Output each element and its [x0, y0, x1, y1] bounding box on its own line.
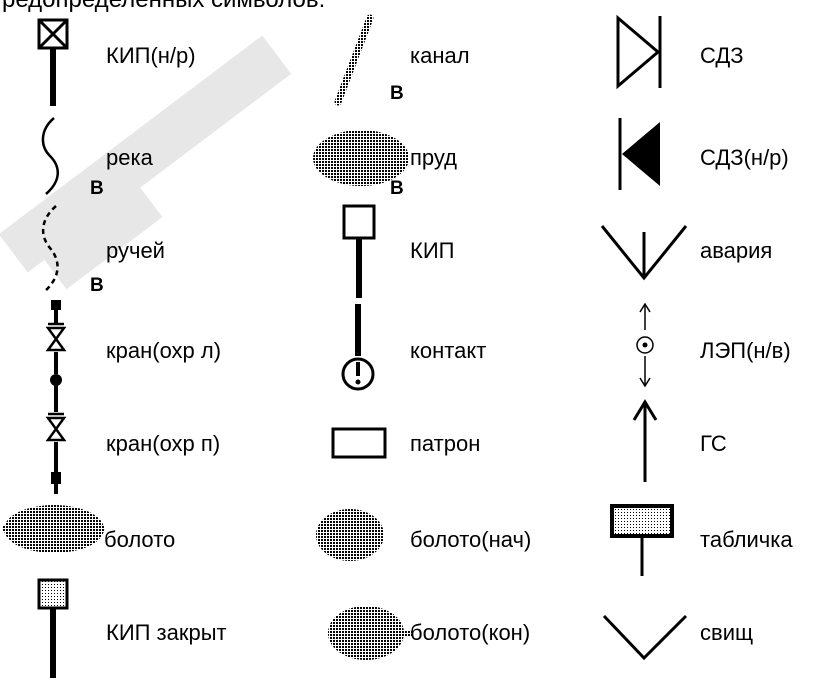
label-gs: ГС [700, 431, 727, 456]
swamp-start-icon [316, 509, 384, 561]
stream-icon [42, 205, 59, 293]
sdz-icon [616, 14, 662, 90]
river-mark: B [90, 178, 104, 199]
label-pond: пруд [410, 145, 458, 170]
label-casing: патрон [410, 431, 481, 456]
stream-mark: B [90, 275, 104, 296]
label-valve-guard-left: кран(охр л) [106, 338, 222, 363]
kip-closed-icon [37, 578, 69, 678]
pond-icon [313, 130, 409, 186]
label-fistula: свищ [700, 620, 754, 645]
label-sdz: СДЗ [700, 43, 744, 68]
label-swamp-end: болото(кон) [410, 620, 531, 645]
kip-icon [342, 204, 376, 298]
casing-icon [331, 427, 387, 459]
label-canal: канал [410, 43, 470, 68]
gs-icon [632, 399, 658, 482]
label-valve-guard-right: кран(охр п) [106, 431, 221, 456]
label-power-line: ЛЭП(н/в) [700, 338, 791, 363]
swamp-icon [2, 505, 104, 553]
label-kip-nr: КИП(н/р) [106, 43, 196, 68]
label-kip: КИП [410, 238, 455, 263]
kip-nr-icon [37, 18, 69, 106]
swamp-end-icon [328, 606, 412, 660]
page-header: редопределенных символов: [2, 0, 325, 14]
label-kip-closed: КИП закрыт [106, 620, 227, 645]
label-river: река [106, 145, 153, 170]
sign-plate-icon [610, 504, 674, 576]
label-accident: авария [700, 238, 773, 263]
power-line-icon [636, 302, 654, 388]
contact-icon [341, 304, 375, 391]
label-swamp: болото [104, 527, 176, 552]
sdz-nr-icon [618, 118, 660, 190]
fistula-icon [602, 614, 688, 661]
canal-mark: B [390, 83, 404, 104]
label-swamp-start: болото(нач) [410, 527, 532, 552]
canal-icon [334, 14, 374, 106]
label-contact: контакт [410, 338, 487, 363]
valve-guard-chain-icon [45, 300, 67, 494]
label-stream: ручей [106, 238, 165, 263]
river-icon [41, 117, 59, 195]
label-sdz-nr: СДЗ(н/р) [700, 145, 789, 170]
accident-icon [600, 225, 688, 281]
label-sign-plate: табличка [700, 527, 793, 552]
pond-mark: B [390, 178, 404, 199]
